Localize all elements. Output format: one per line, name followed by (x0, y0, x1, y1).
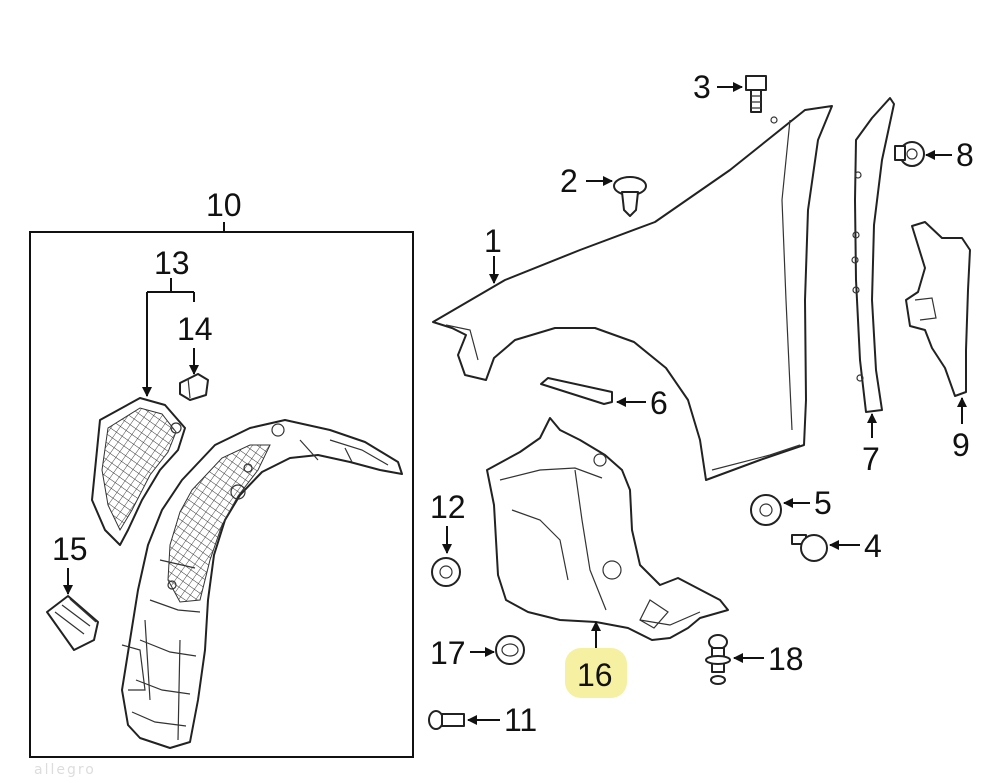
part-6-trim-strip (540, 377, 613, 405)
leader-lines (63, 82, 967, 725)
callout-9: 9 (952, 427, 970, 463)
part-14-clip (179, 373, 209, 401)
part-3-bolt (745, 75, 767, 113)
part-2-clip (613, 176, 647, 217)
callout-7: 7 (862, 441, 880, 477)
callout-1: 1 (484, 223, 502, 259)
assembly-box (29, 231, 414, 758)
callout-16-highlight (565, 648, 627, 698)
callout-17: 17 (430, 635, 466, 671)
part-5-nut (750, 494, 782, 526)
part-13-liner-extension (91, 397, 186, 546)
part-15-bracket (46, 595, 99, 651)
callout-2: 2 (560, 163, 578, 199)
callout-10: 10 (206, 187, 242, 223)
callout-6: 6 (650, 385, 668, 421)
part-18-bolt (705, 634, 731, 685)
part-8-nut (894, 141, 925, 167)
part-7-seal-strip (851, 97, 895, 413)
callout-3: 3 (693, 69, 711, 105)
part-1-fender (432, 105, 833, 481)
callout-13: 13 (154, 245, 190, 281)
part-9-bracket-panel (905, 221, 971, 397)
part-17-nut (495, 635, 525, 665)
callout-12: 12 (430, 489, 466, 525)
callout-14: 14 (177, 311, 213, 347)
callout-8: 8 (956, 137, 974, 173)
callout-4: 4 (864, 528, 882, 564)
part-16-front-liner (486, 417, 729, 641)
part-10-wheel-arch-liner (121, 419, 403, 749)
part-11-clip (428, 710, 465, 730)
callout-15: 15 (52, 531, 88, 567)
callout-18: 18 (768, 641, 804, 677)
watermark: allegro (34, 762, 96, 778)
part-4-screw (791, 534, 828, 562)
callout-11: 11 (504, 702, 537, 738)
callout-16: 16 (577, 657, 613, 693)
part-12-nut (431, 557, 461, 587)
callout-5: 5 (814, 485, 832, 521)
